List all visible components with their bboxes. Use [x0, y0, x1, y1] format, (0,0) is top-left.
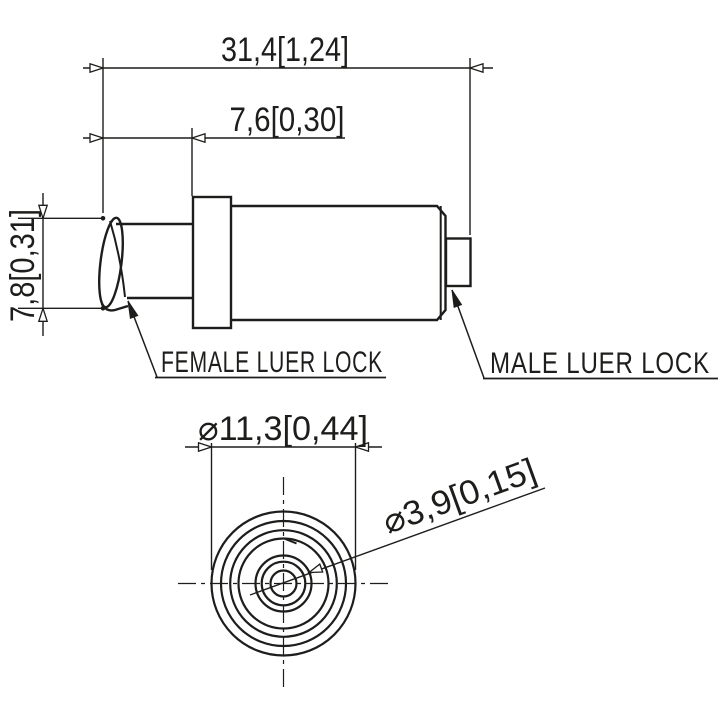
- dim-text-height: 7,8[0,31]: [4, 209, 42, 322]
- witness-dot: [100, 216, 106, 221]
- end-view: ⌀11,3[0,44] ⌀3,9[0,15]: [178, 410, 546, 692]
- thread-circle: [237, 537, 330, 630]
- dim-text-inner-diameter: ⌀3,9[0,15]: [378, 451, 541, 541]
- bore-circle: [269, 569, 298, 598]
- female-luer-lip: [100, 303, 129, 312]
- leader-arrow-icon: [123, 299, 139, 319]
- dim-text-overall-length: 31,4[1,24]: [221, 31, 349, 69]
- hub-inner-circle: [260, 560, 307, 607]
- hub-outer-circle: [254, 554, 313, 613]
- dim-arrow-icon: [89, 63, 104, 73]
- side-view: 31,4[1,24] 7,6[0,30] 7,8[0,31]: [4, 31, 718, 380]
- ring-circle: [229, 529, 338, 638]
- flange: [191, 195, 233, 330]
- label-female-luer-lock: FEMALE LUER LOCK: [161, 346, 383, 379]
- dim-text-female-length: 7,6[0,30]: [230, 101, 345, 139]
- dim-arrow-icon: [191, 133, 206, 143]
- callout-female-luer-lock: FEMALE LUER LOCK: [123, 299, 386, 379]
- callout-male-luer-lock: MALE LUER LOCK: [447, 288, 718, 380]
- label-male-luer-lock: MALE LUER LOCK: [490, 347, 710, 380]
- dimension-height: 7,8[0,31]: [4, 193, 106, 336]
- part-side-profile: [98, 195, 472, 330]
- female-luer-face-edge: [109, 220, 126, 298]
- thread-lead-in: [284, 537, 297, 545]
- dim-text-outer-diameter: ⌀11,3[0,44]: [198, 410, 368, 448]
- dimension-outer-diameter: ⌀11,3[0,44]: [185, 410, 382, 570]
- leader-line: [249, 487, 546, 596]
- dimension-overall-length: 31,4[1,24]: [83, 31, 493, 235]
- body: [231, 204, 447, 322]
- dim-arrow-icon: [89, 133, 104, 143]
- outer-circle: [210, 510, 357, 657]
- part-end-profile: [210, 510, 357, 657]
- female-luer-face: [98, 216, 124, 309]
- male-tip: [444, 237, 472, 288]
- ring-circle: [219, 519, 348, 648]
- dimension-female-length: 7,6[0,30]: [83, 101, 345, 196]
- dimension-inner-diameter: ⌀3,9[0,15]: [249, 451, 546, 596]
- leader-arrow-icon: [447, 288, 462, 308]
- dim-arrow-icon: [469, 63, 484, 73]
